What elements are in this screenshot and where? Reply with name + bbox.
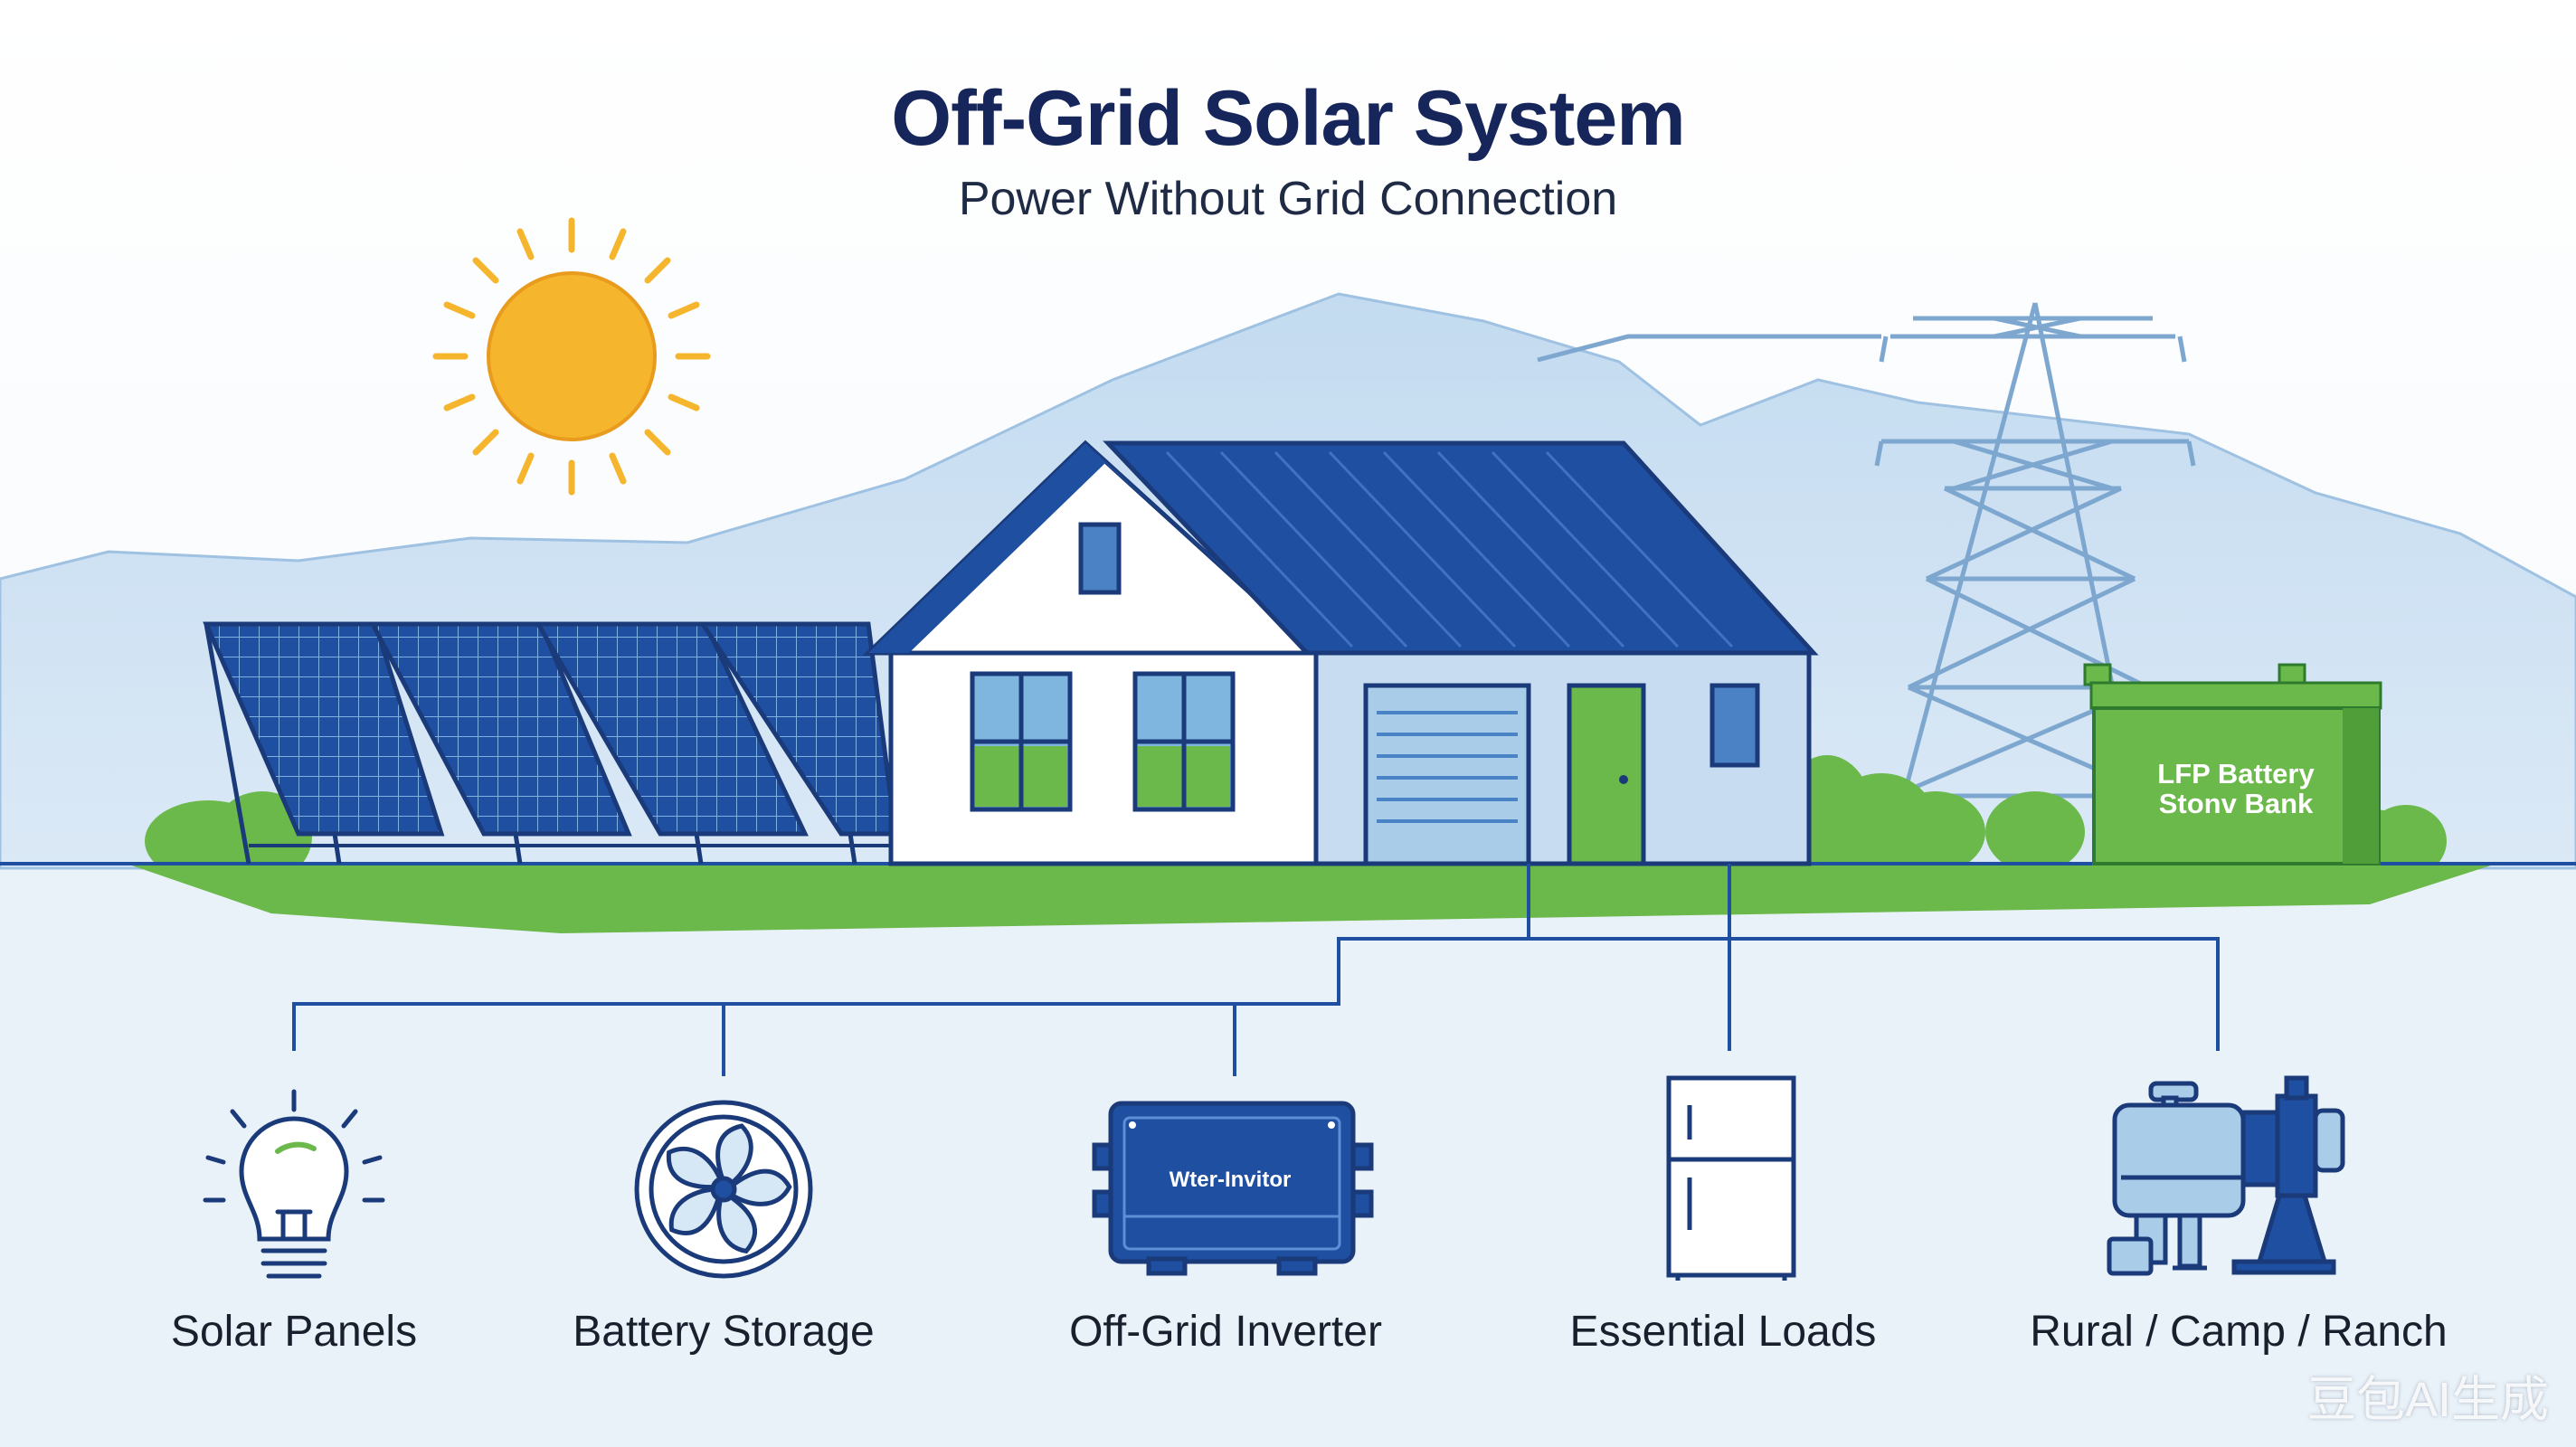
attic-window [1078, 522, 1122, 595]
battery-bank-label-line1: LFP Battery [2157, 758, 2315, 790]
solar-panel [203, 621, 445, 865]
refrigerator-icon [1666, 1075, 1796, 1281]
connection-lines [292, 864, 2220, 1076]
side-window [1709, 683, 1760, 768]
battery-bank-icon [2083, 663, 2382, 865]
window [970, 671, 1073, 812]
inverter-nameplate: Wter-Invitor [1170, 1168, 1292, 1192]
page-subtitle: Power Without Grid Connection [958, 173, 1618, 225]
grass-ground [127, 864, 2496, 933]
inverter-icon [1092, 1101, 1374, 1276]
sun-icon [432, 217, 711, 496]
fan-icon [634, 1100, 813, 1279]
garage-door [1363, 683, 1531, 866]
category-label-solar-panels: Solar Panels [170, 1308, 418, 1356]
solar-panel [534, 621, 809, 865]
window [1132, 671, 1236, 812]
category-label-rural-camp-ranch: Rural / Camp / Ranch [2030, 1308, 2448, 1356]
house [862, 440, 1819, 866]
light-bulb-icon [203, 1089, 385, 1279]
battery-bank-label-line2: Stonv Bank [2159, 788, 2314, 819]
solar-panel-array [203, 621, 898, 865]
page-title: Off-Grid Solar System [891, 75, 1685, 162]
category-label-off-grid-inverter: Off-Grid Inverter [1069, 1308, 1382, 1356]
category-label-battery-storage: Battery Storage [573, 1308, 875, 1356]
water-pump-icon [2107, 1075, 2345, 1276]
house-door [1567, 683, 1646, 866]
solar-panel [368, 621, 632, 865]
watermark: 豆包AI生成 [2306, 1373, 2549, 1427]
category-label-essential-loads: Essential Loads [1569, 1308, 1877, 1356]
